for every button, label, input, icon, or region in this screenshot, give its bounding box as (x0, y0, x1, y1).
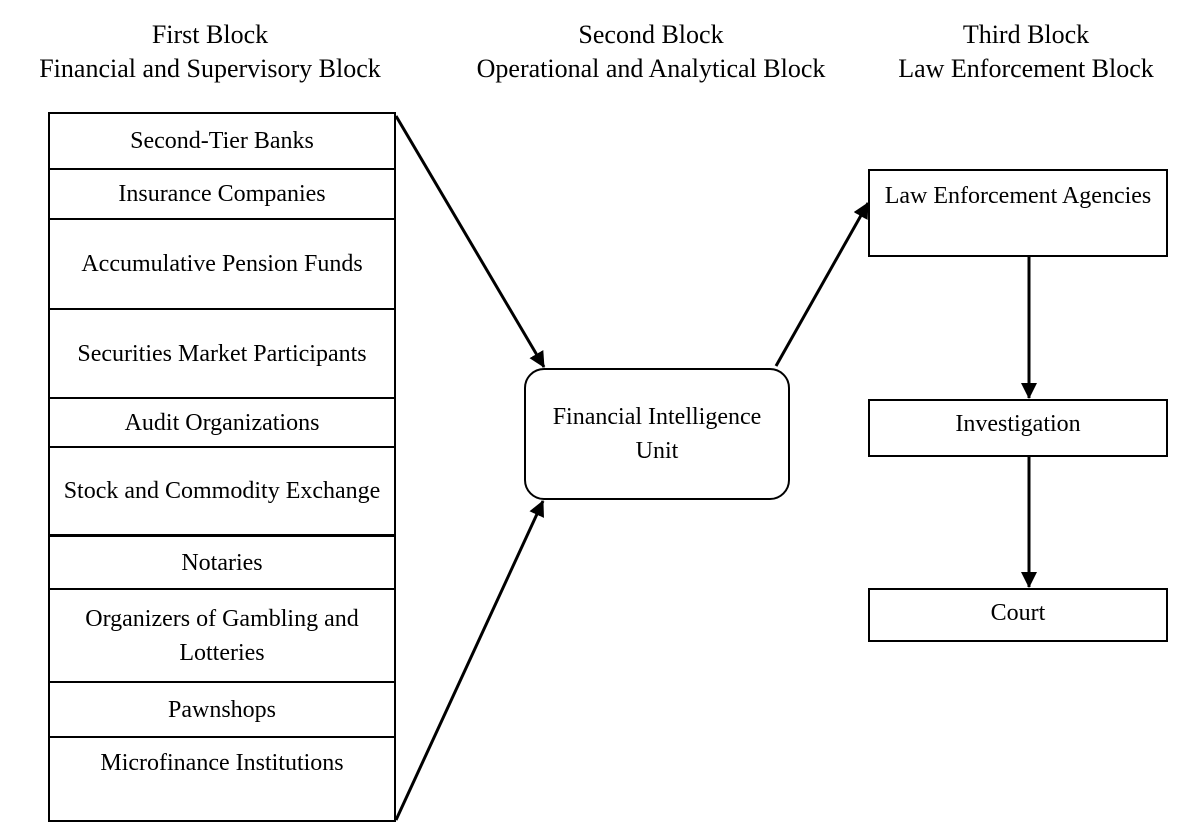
investigation-label: Investigation (955, 411, 1081, 437)
court-label: Court (990, 600, 1046, 626)
second-block-subtitle: Operational and Analytical Block (476, 54, 826, 83)
arrow-banks-to-fiu (394, 115, 546, 368)
third-block-subtitle: Law Enforcement Block (898, 54, 1154, 83)
entity-gambling-organizers: Organizers of Gambling and Lotteries (50, 590, 394, 683)
first-block-header: First Block Financial and Supervisory Bl… (10, 18, 410, 86)
arrow-microfinance-to-fiu (394, 500, 545, 821)
court-box: Court (868, 588, 1168, 642)
second-block-header: Second Block Operational and Analytical … (446, 18, 856, 86)
entity-audit-organizations: Audit Organizations (50, 399, 394, 448)
entity-securities-market: Securities Market Participants (50, 310, 394, 399)
entity-insurance-companies: Insurance Companies (50, 170, 394, 220)
entity-pension-funds: Accumulative Pension Funds (50, 220, 394, 310)
entity-second-tier-banks: Second-Tier Banks (50, 114, 394, 170)
first-block-title: First Block (151, 20, 269, 49)
entity-pawnshops: Pawnshops (50, 683, 394, 738)
first-block-subtitle: Financial and Supervisory Block (39, 54, 381, 83)
third-block-header: Third Block Law Enforcement Block (872, 18, 1180, 86)
law-enforcement-agencies-box: Law Enforcement Agencies (868, 169, 1168, 257)
reporting-entities-list: Second-Tier Banks Insurance Companies Ac… (48, 112, 396, 822)
financial-intelligence-unit-box: Financial Intelligence Unit (524, 368, 790, 500)
law-enforcement-agencies-label: Law Enforcement Agencies (884, 183, 1152, 209)
fiu-label: Financial Intelligence Unit (552, 404, 762, 464)
entity-notaries: Notaries (50, 537, 394, 590)
entity-microfinance: Microfinance Institutions (100, 750, 344, 776)
entity-stock-exchange: Stock and Commodity Exchange (50, 448, 394, 537)
investigation-box: Investigation (868, 399, 1168, 457)
arrow-fiu-to-agencies (774, 202, 870, 367)
second-block-title: Second Block (578, 20, 724, 49)
third-block-title: Third Block (962, 20, 1090, 49)
